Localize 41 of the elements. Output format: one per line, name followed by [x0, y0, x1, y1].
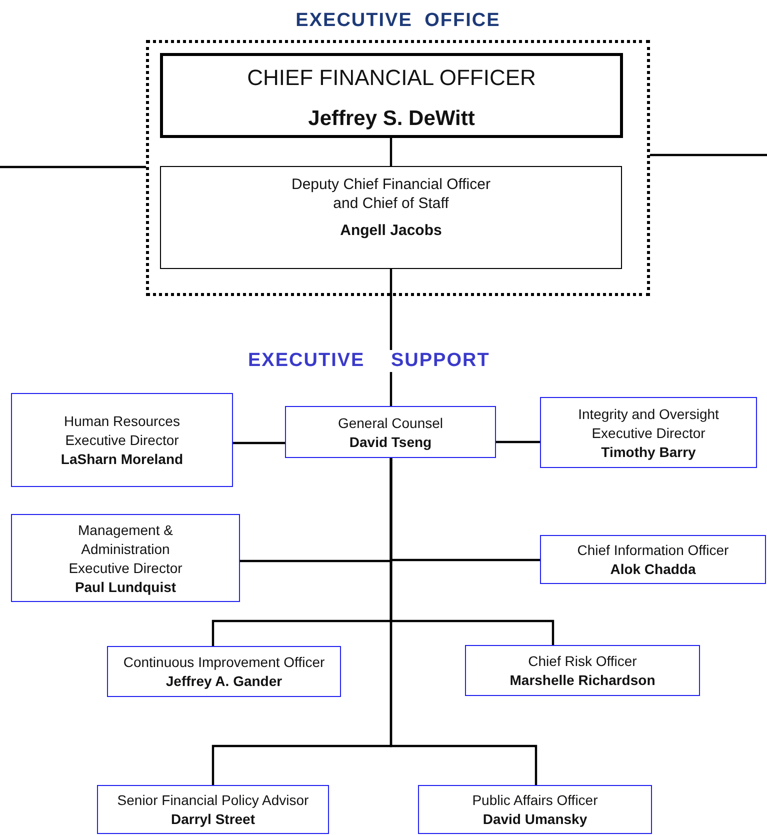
person-name: Marshelle Richardson — [510, 671, 656, 689]
position-title: Human Resources Executive Director — [63, 412, 181, 450]
connector-line — [650, 154, 767, 156]
position-box — [465, 645, 700, 696]
position-box — [11, 514, 240, 602]
person-name: LaSharn Moreland — [60, 450, 184, 468]
position-box — [418, 785, 652, 834]
section-heading: EXECUTIVE SUPPORT — [248, 350, 490, 372]
position-title: Integrity and Oversight Executive Director — [577, 404, 720, 442]
connector-line — [390, 138, 392, 166]
person-name: Darryl Street — [170, 810, 256, 828]
chief-box — [160, 53, 623, 138]
position-box — [107, 646, 341, 697]
person-name: Jeffrey A. Gander — [166, 672, 282, 690]
position-box — [11, 393, 233, 487]
position-title: Public Affairs Officer — [472, 791, 598, 810]
connector-line — [496, 440, 540, 444]
connector-line — [0, 166, 146, 168]
position-title: General Counsel — [338, 414, 444, 432]
position-title: Deputy Chief Financial Officer and Chief of Staff — [290, 175, 492, 213]
connector-line — [233, 442, 285, 444]
position-box — [285, 406, 496, 458]
position-box — [97, 785, 329, 834]
position-box — [540, 535, 766, 584]
person-name: Timothy Barry — [601, 442, 696, 460]
person-name: Paul Lundquist — [74, 578, 176, 596]
position-title: Chief Risk Officer — [528, 652, 637, 671]
position-box — [540, 397, 757, 468]
position-box — [160, 166, 622, 269]
group-heading: EXECUTIVE OFFICE — [294, 10, 502, 32]
person-name: Angell Jacobs — [340, 221, 442, 241]
position-title: Management & Administration Executive Director — [68, 520, 184, 578]
connector-line — [390, 458, 538, 785]
position-title: Senior Financial Policy Advisor — [117, 791, 309, 810]
person-name: David Umansky — [482, 810, 588, 828]
person-name: Jeffrey S. DeWitt — [308, 106, 475, 132]
position-title: Continuous Improvement Officer — [123, 653, 325, 672]
position-title: CHIEF FINANCIAL OFFICER — [247, 64, 536, 92]
person-name: David Tseng — [349, 432, 432, 450]
person-name: Alok Chadda — [610, 560, 696, 578]
position-title: Chief Information Officer — [577, 541, 729, 560]
